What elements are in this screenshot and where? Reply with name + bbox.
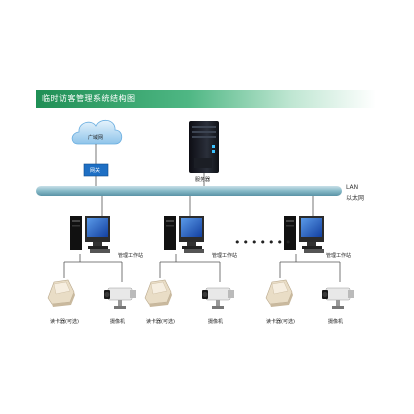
workstation-1-icon — [70, 216, 110, 253]
camera-3-label: 摄像机 — [328, 319, 344, 325]
workstation-2-label: 管理工作站 — [212, 253, 238, 259]
camera-2-label: 摄像机 — [208, 319, 224, 325]
server-label: 服务器 — [195, 177, 211, 183]
wan-label: 广域网 — [88, 135, 104, 141]
camera-1-icon — [103, 287, 137, 310]
card-reader-1-icon — [47, 279, 76, 308]
workstation-2-icon — [164, 216, 204, 253]
card-reader-2-label: 读卡器(可选) — [146, 319, 175, 325]
wan-cloud-icon — [71, 120, 123, 145]
card-reader-1-label: 读卡器(可选) — [50, 319, 79, 325]
card-reader-3-label: 读卡器(可选) — [266, 319, 295, 325]
workstation-1-label: 管理工作站 — [118, 253, 144, 259]
camera-1-label: 摄像机 — [110, 319, 126, 325]
lan-bus — [36, 186, 342, 196]
title-banner: 临时访客管理系统结构图 — [36, 90, 376, 108]
gateway-label: 网关 — [90, 168, 101, 174]
workstation-3-label: 管理工作站 — [326, 253, 352, 259]
card-reader-2-icon — [144, 279, 173, 308]
lan-label: LAN — [346, 184, 359, 191]
ethernet-label: 以太网 — [346, 195, 365, 202]
card-reader-3-icon — [265, 279, 294, 308]
diagram-title: 临时访客管理系统结构图 — [42, 94, 136, 103]
camera-3-icon — [321, 287, 355, 310]
camera-2-icon — [201, 287, 235, 310]
server-icon — [189, 121, 219, 173]
more-workstations-ellipsis: ••••••• — [234, 236, 294, 249]
